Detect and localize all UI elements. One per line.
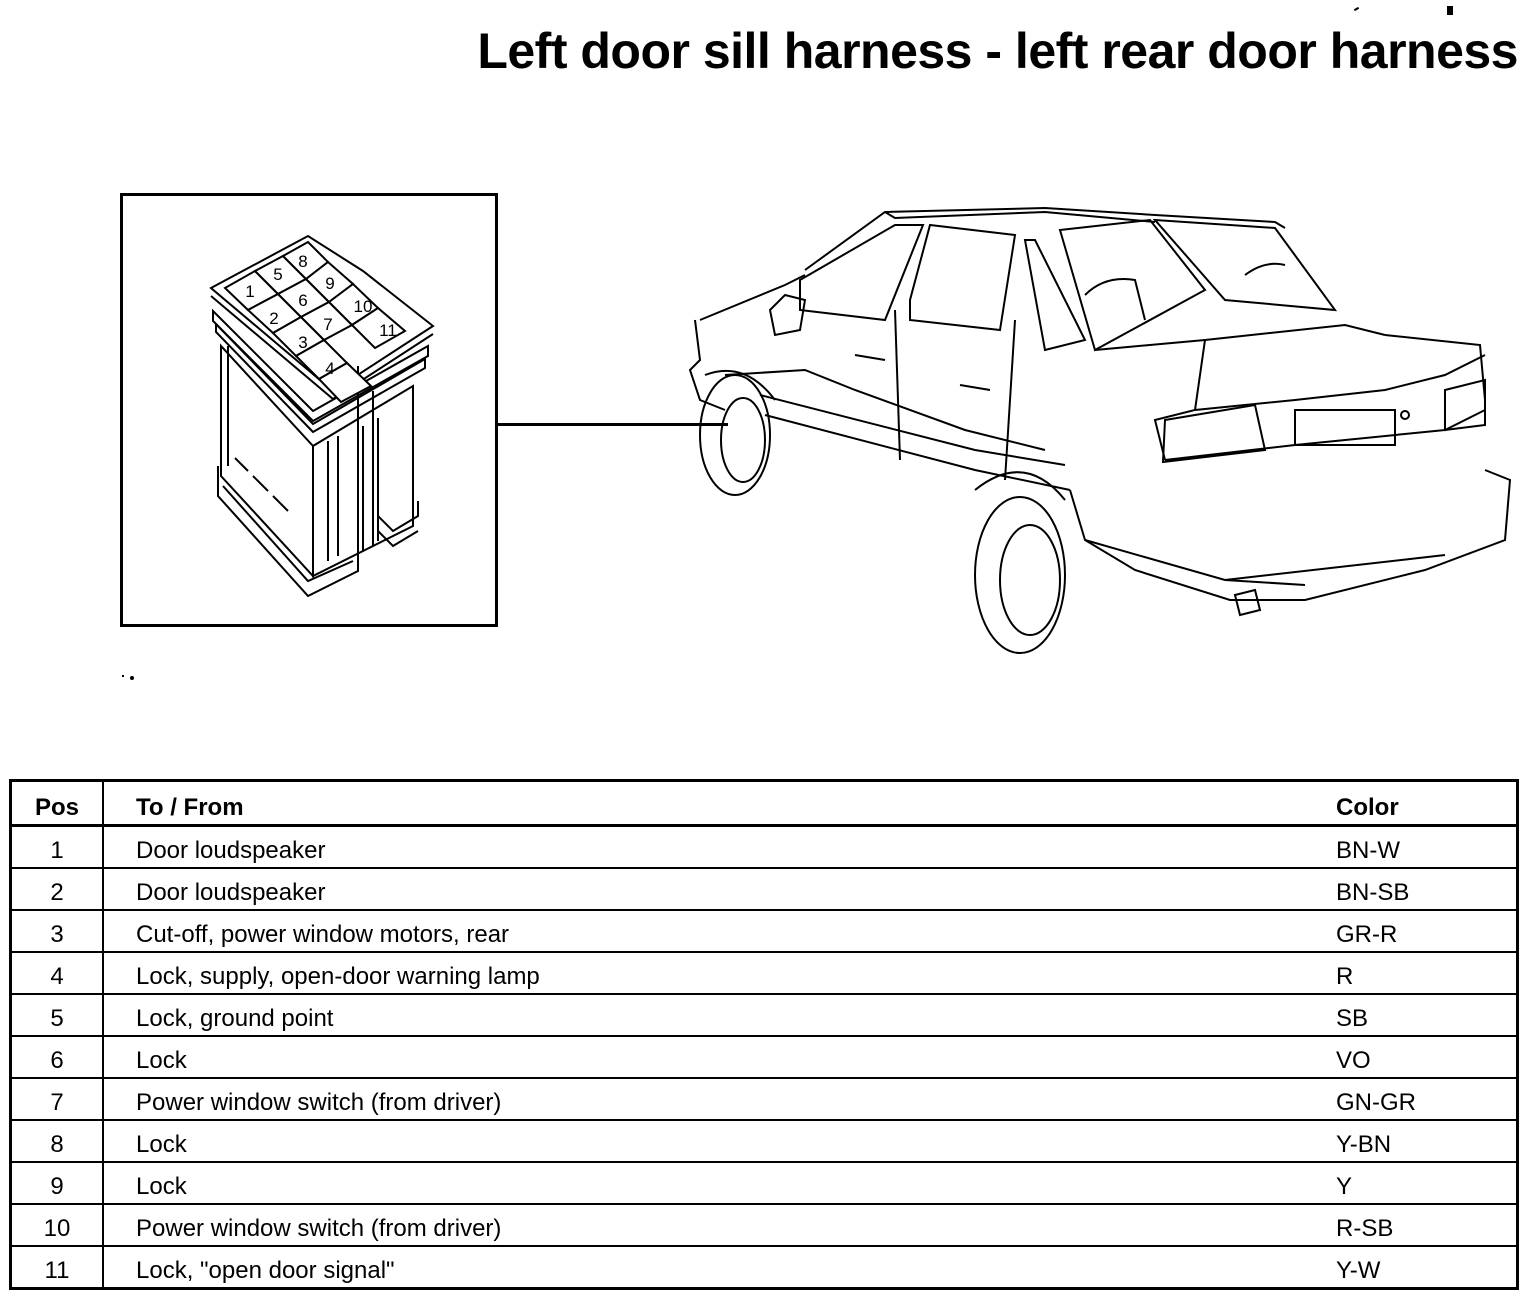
- table-row: 2 Door loudspeaker BN-SB: [10, 867, 1518, 910]
- table-row: 6 Lock VO: [10, 1035, 1518, 1078]
- cell-pos: 9: [10, 1161, 104, 1204]
- scan-speck: [1353, 6, 1360, 12]
- leader-line: [498, 423, 728, 426]
- cell-pos: 4: [10, 951, 104, 994]
- table-row: 5 Lock, ground point SB: [10, 993, 1518, 1036]
- scan-speck: [122, 675, 124, 677]
- pin-label: 2: [269, 309, 278, 328]
- cell-to-from: Lock: [103, 1035, 1336, 1078]
- header-to-from: To / From: [103, 780, 1336, 827]
- pin-label: 8: [298, 252, 307, 271]
- table-row: 9 Lock Y: [10, 1161, 1518, 1204]
- cell-color: GR-R: [1336, 909, 1518, 952]
- cell-color: SB: [1336, 993, 1518, 1036]
- table-row: 3 Cut-off, power window motors, rear GR-…: [10, 909, 1518, 952]
- cell-to-from: Power window switch (from driver): [103, 1077, 1336, 1120]
- table-row: 1 Door loudspeaker BN-W: [10, 824, 1518, 868]
- cell-pos: 8: [10, 1119, 104, 1162]
- cell-color: R-SB: [1336, 1203, 1518, 1246]
- header-pos: Pos: [10, 780, 104, 827]
- cell-color: VO: [1336, 1035, 1518, 1078]
- pin-label: 3: [298, 333, 307, 352]
- cell-to-from: Cut-off, power window motors, rear: [103, 909, 1336, 952]
- table-row: 4 Lock, supply, open-door warning lamp R: [10, 951, 1518, 994]
- header-color: Color: [1336, 780, 1518, 827]
- pin-label: 10: [354, 297, 373, 316]
- cell-color: GN-GR: [1336, 1077, 1518, 1120]
- cell-to-from: Door loudspeaker: [103, 824, 1336, 868]
- table-row: 10 Power window switch (from driver) R-S…: [10, 1203, 1518, 1246]
- cell-to-from: Lock, supply, open-door warning lamp: [103, 951, 1336, 994]
- pin-label: 4: [325, 359, 334, 378]
- cell-pos: 7: [10, 1077, 104, 1120]
- cell-to-from: Lock: [103, 1119, 1336, 1162]
- cell-pos: 6: [10, 1035, 104, 1078]
- cell-pos: 2: [10, 867, 104, 910]
- cell-pos: 3: [10, 909, 104, 952]
- pin-label: 11: [379, 321, 397, 340]
- scan-speck: [130, 676, 134, 680]
- pin-label: 6: [298, 291, 307, 310]
- cell-to-from: Power window switch (from driver): [103, 1203, 1336, 1246]
- cell-to-from: Lock: [103, 1161, 1336, 1204]
- table-header-row: Pos To / From Color: [10, 780, 1518, 827]
- connector-detail-box: 1 2 3 4 5 6 7 8 9 10 11: [120, 193, 498, 627]
- table-row: 7 Power window switch (from driver) GN-G…: [10, 1077, 1518, 1120]
- cell-color: Y-W: [1336, 1245, 1518, 1289]
- pin-label: 7: [323, 315, 332, 334]
- cell-pos: 5: [10, 993, 104, 1036]
- cell-color: Y: [1336, 1161, 1518, 1204]
- cell-pos: 1: [10, 824, 104, 868]
- cell-color: R: [1336, 951, 1518, 994]
- pin-label: 1: [245, 282, 254, 301]
- cell-to-from: Lock, "open door signal": [103, 1245, 1336, 1289]
- cell-color: BN-W: [1336, 824, 1518, 868]
- page-title: Left door sill harness - left rear door …: [477, 23, 1518, 79]
- cell-to-from: Lock, ground point: [103, 993, 1336, 1036]
- cell-color: BN-SB: [1336, 867, 1518, 910]
- cell-color: Y-BN: [1336, 1119, 1518, 1162]
- connector-illustration: 1 2 3 4 5 6 7 8 9 10 11: [209, 234, 435, 598]
- scan-speck: [1447, 6, 1453, 15]
- cell-pos: 10: [10, 1203, 104, 1246]
- car-illustration: [688, 206, 1512, 654]
- pin-label: 9: [325, 274, 334, 293]
- table-row: 8 Lock Y-BN: [10, 1119, 1518, 1162]
- table-row: 11 Lock, "open door signal" Y-W: [10, 1245, 1518, 1289]
- pin-label: 5: [273, 265, 282, 284]
- pin-table: Pos To / From Color 1 Door loudspeaker B…: [9, 779, 1519, 1290]
- cell-pos: 11: [10, 1245, 104, 1289]
- cell-to-from: Door loudspeaker: [103, 867, 1336, 910]
